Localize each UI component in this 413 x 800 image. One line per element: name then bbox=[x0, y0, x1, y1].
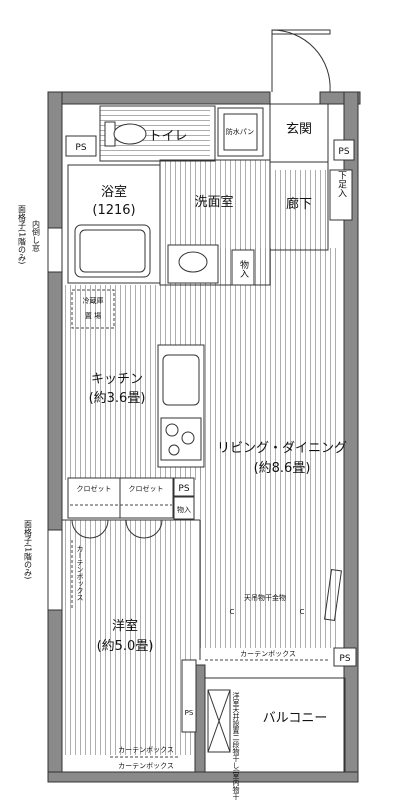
ps-label-5: PS bbox=[185, 709, 194, 717]
drying-hooks-label: 天吊物干金物 bbox=[244, 593, 286, 602]
ps-box-kitchen bbox=[173, 477, 195, 497]
fridge-area bbox=[71, 289, 115, 329]
window-left-bottom bbox=[47, 529, 63, 611]
closet-door-arcs bbox=[71, 519, 163, 539]
room-western: 洋室 bbox=[112, 618, 138, 634]
room-hallway: 廊下 bbox=[286, 196, 312, 212]
western-floor bbox=[65, 520, 195, 755]
room-bath-size: (1216) bbox=[92, 203, 135, 218]
room-shoe-storage: 下足入 bbox=[336, 171, 347, 198]
ps-label-1: PS bbox=[75, 143, 86, 153]
room-washroom: 洗面室 bbox=[194, 194, 233, 210]
ps-label-2: PS bbox=[338, 147, 349, 157]
curtain-box-label-3: カーテンボックス bbox=[118, 746, 174, 754]
room-living-size: (約8.6畳) bbox=[254, 461, 311, 476]
side-grille-top: 面格子(1階のみ) bbox=[18, 205, 27, 264]
window-left-top bbox=[47, 227, 63, 273]
ps-box-top-left bbox=[65, 135, 97, 157]
storage-small-box bbox=[173, 496, 195, 520]
balcony-note: 洋室天井設置二段物干し(室内物干ラック天吊) bbox=[232, 691, 240, 800]
bathtub-inner bbox=[79, 229, 146, 273]
ps-box-top-right bbox=[333, 139, 355, 161]
hook-c-2: C bbox=[300, 608, 305, 616]
room-toilet: トイレ bbox=[148, 129, 187, 144]
fridge-label-2: 置 場 bbox=[85, 311, 101, 320]
balcony-rack-x2 bbox=[207, 689, 231, 753]
hallway-box bbox=[269, 161, 329, 251]
curtain-box-label-1: カーテンボックス bbox=[240, 650, 296, 658]
room-kitchen-size: (約3.6畳) bbox=[89, 391, 146, 406]
entrance-door-frame bbox=[271, 29, 331, 35]
closet-label-1: クロゼット bbox=[77, 484, 112, 493]
room-bath: 浴室 bbox=[101, 184, 127, 200]
storage-box bbox=[231, 249, 255, 286]
closet-label-2: クロゼット bbox=[129, 484, 164, 493]
kitchen-stove bbox=[160, 417, 202, 461]
curtain-box-label-2: カーテンボックス bbox=[118, 762, 174, 770]
drying-rail bbox=[324, 568, 342, 622]
room-living: リビング・ダイニング bbox=[217, 441, 347, 456]
washer-pan bbox=[217, 107, 264, 157]
side-window-note: 内倒し窓 bbox=[32, 219, 41, 252]
wall-bottom bbox=[47, 771, 359, 783]
room-kitchen: キッチン bbox=[91, 372, 143, 387]
burner-3 bbox=[168, 444, 180, 456]
kitchen-sink bbox=[162, 354, 200, 406]
wash-basin-bowl bbox=[178, 251, 208, 273]
room-entrance: 玄関 bbox=[286, 122, 312, 137]
ps-label-4: PS bbox=[339, 654, 350, 664]
room-western-size: (約5.0畳) bbox=[97, 639, 154, 654]
ps-box-bottom-mid bbox=[181, 659, 197, 733]
room-storage: 物入 bbox=[238, 259, 249, 278]
fridge-label-1: 冷蔵庫 bbox=[83, 296, 104, 305]
hallway-floor bbox=[272, 170, 327, 250]
wash-basin bbox=[167, 244, 219, 284]
side-grille-bottom: 面格子(1階のみ) bbox=[24, 520, 33, 579]
wall-top-left bbox=[47, 91, 271, 105]
room-balcony: バルコニー bbox=[263, 711, 328, 726]
curtain-box-label-4: カーテンボックス bbox=[76, 545, 84, 601]
toilet-bowl bbox=[113, 123, 147, 145]
burner-1 bbox=[165, 423, 179, 437]
ps-label-3: PS bbox=[178, 484, 189, 494]
washer-pan-label: 防水パン bbox=[226, 127, 254, 136]
bathtub bbox=[74, 224, 151, 278]
washer-pan-inner bbox=[223, 113, 258, 151]
storage-small-label: 物入 bbox=[177, 505, 191, 514]
wall-left bbox=[47, 91, 63, 773]
toilet-box bbox=[99, 105, 216, 162]
living-floor bbox=[200, 248, 340, 648]
ps-box-bottom-right bbox=[333, 647, 357, 667]
entrance-door bbox=[271, 29, 331, 93]
burner-2 bbox=[181, 431, 195, 445]
shoe-storage-box bbox=[329, 169, 353, 221]
hook-c-1: C bbox=[230, 608, 235, 616]
